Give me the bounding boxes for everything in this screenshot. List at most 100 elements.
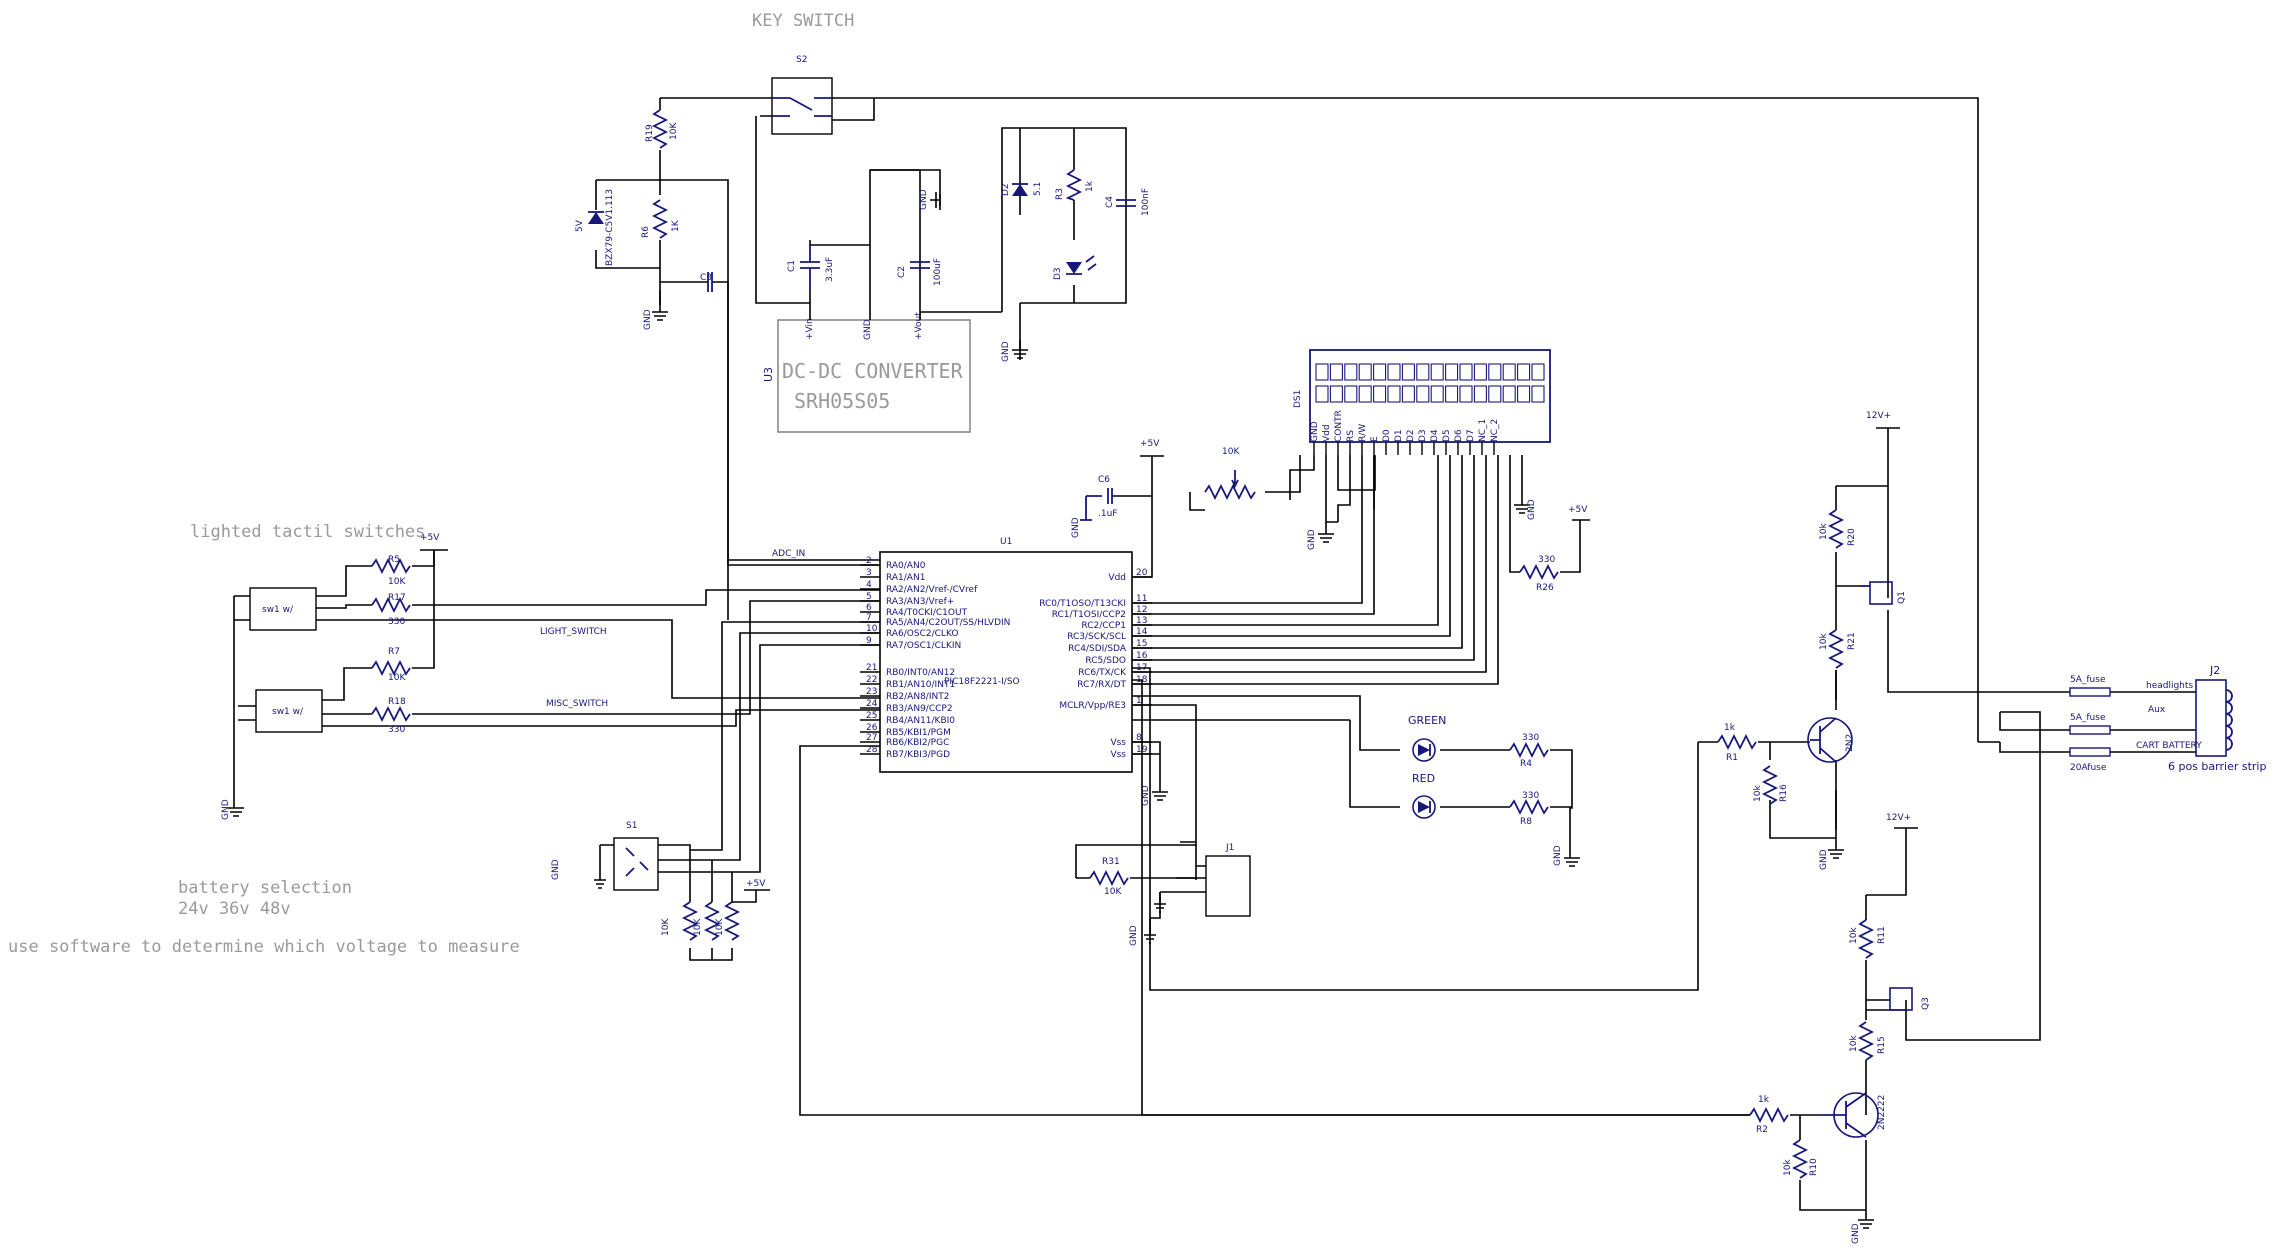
r20-label: R20 <box>1847 528 1857 546</box>
mcu-right-pin-label: Vss <box>1110 738 1126 748</box>
gnd-label-7: GND <box>1527 499 1537 520</box>
mcu-left-pin-label: RA7/OSC1/CLKIN <box>886 641 961 651</box>
lcd-pin-label: NC_1 <box>1478 419 1488 442</box>
s1-label: S1 <box>626 821 637 831</box>
j2-value: 6 pos barrier strip <box>2168 760 2266 773</box>
resistor-r7: R7 10K <box>371 647 411 683</box>
c3-label: C3 <box>700 273 712 283</box>
mcu-left-pin-num: 9 <box>866 636 872 646</box>
gnd-label-8: GND <box>221 799 231 820</box>
q3-wires <box>1865 711 2041 1115</box>
r2-label: R2 <box>1756 1125 1768 1135</box>
r26-value: 330 <box>1538 555 1555 565</box>
q2-wires <box>1698 670 1837 850</box>
pullup-value-2: 10K <box>693 918 703 936</box>
vplus-label-1: +5V <box>1140 439 1160 449</box>
misc-switch-net: MISC_SWITCH <box>546 699 608 709</box>
r11-value: 10k <box>1849 927 1859 944</box>
vin-wire <box>755 115 811 320</box>
fuse-3-label: 20Afuse <box>2070 763 2107 773</box>
red-led-wire <box>1349 720 1572 808</box>
lcd-cell <box>1459 363 1473 381</box>
q1-label: Q1 <box>1897 591 1907 604</box>
adc-wire <box>727 560 880 566</box>
switch-2-label: sw1 w/ <box>272 707 304 717</box>
mcu-right-pins: 20Vdd11RC0/T1OSO/T13CKI12RC1/T1OSI/CCP21… <box>1039 568 1152 760</box>
gnd-q4: GND <box>1851 1219 1874 1244</box>
lcd-cell <box>1430 385 1444 403</box>
mcu-left-pin-label: RA4/T0CKI/C1OUT <box>886 608 968 618</box>
j1-label: J1 <box>1225 843 1234 853</box>
lcd-cell <box>1416 385 1430 403</box>
r8-label: R8 <box>1520 817 1532 827</box>
capacitor-c2: C2 100uF <box>897 258 943 286</box>
j1-gnd-wire <box>1144 892 1161 944</box>
s2-label: S2 <box>796 55 807 65</box>
resistor-r31: R31 10K <box>1089 857 1129 897</box>
key-switch-note: KEY SWITCH <box>752 11 854 31</box>
lcd-cell <box>1531 363 1545 381</box>
vplus-label-2: +5V <box>1568 505 1588 515</box>
red-led-label: RED <box>1412 772 1435 785</box>
r1-value: 1k <box>1724 723 1736 733</box>
c4-value: 100nF <box>1141 188 1151 216</box>
mcu-right-pin-label: MCLR/Vpp/RE3 <box>1059 701 1126 711</box>
mcu-right-pin-num: 11 <box>1136 594 1147 604</box>
mcu-left-pin-num: 25 <box>866 711 877 721</box>
lcd-pin-label: D5 <box>1442 429 1452 442</box>
lcd-pin-label: E <box>1370 436 1380 442</box>
zener-part-label: BZX79-C5V1.113 <box>605 189 615 266</box>
converter-pin-vin: +Vin <box>805 318 815 340</box>
gnd-label-6: GND <box>1307 529 1317 550</box>
resistor-r3: R3 1k <box>1055 169 1095 201</box>
mcu-left-pin-num: 5 <box>866 592 872 602</box>
light-switch-net: LIGHT_SWITCH <box>540 627 607 637</box>
r19-value: 10K <box>669 122 679 140</box>
v12-label-1: 12V+ <box>1866 411 1891 421</box>
gnd-symbol-zener: GND <box>643 290 668 330</box>
mclr-wire <box>1132 704 1197 880</box>
r18-value: 330 <box>388 725 405 735</box>
q4-drive-wire <box>799 745 1750 1116</box>
lcd-pin-label: CONTR <box>1334 410 1344 442</box>
led-green: GREEN <box>1408 714 1446 762</box>
mcu-left-pin-num: 3 <box>866 568 872 578</box>
c6-label: C6 <box>1098 475 1110 485</box>
lcd-pin-label: D7 <box>1466 429 1476 442</box>
c4-label: C4 <box>1105 196 1115 208</box>
lcd-cell <box>1315 363 1329 381</box>
lighted-switches-note: lighted tactil switches <box>190 522 425 542</box>
lcd-pin-label: D2 <box>1406 429 1416 442</box>
r19-label: R19 <box>645 124 655 142</box>
mcu-left-pin-label: RB2/AN8/INT2 <box>886 692 949 702</box>
lcd-cell <box>1473 363 1487 381</box>
vplus-label-3: +5V <box>420 533 440 543</box>
mcu-left-pin-num: 26 <box>866 723 878 733</box>
potentiometer: 10K <box>1189 447 1301 511</box>
dc-dc-converter: DC-DC CONVERTER SRH05S05 U3 +Vin GND +Vo… <box>762 312 971 433</box>
gnd-label-3: GND <box>1001 341 1011 362</box>
lcd-cell <box>1416 363 1430 381</box>
r16-value: 10k <box>1753 785 1763 802</box>
led-red: RED <box>1412 772 1436 819</box>
r7-label: R7 <box>388 647 400 657</box>
gnd-lcd-right: GND <box>1514 455 1537 520</box>
lcd-pin-label: D4 <box>1430 429 1440 442</box>
mcu-right-pin-label: RC3/SCK/SCL <box>1067 632 1126 642</box>
mcu-left-pin-label: RB0/INT0/AN12 <box>886 668 955 678</box>
switch-gnd-wire <box>228 595 256 817</box>
gnd-label-13: GND <box>1851 1223 1861 1244</box>
gnd-label-1: GND <box>643 309 653 330</box>
c2-wire <box>870 169 1002 320</box>
r7-value: 10K <box>388 673 406 683</box>
vplus-mcu: +5V <box>1116 439 1164 578</box>
gnd-leds: GND <box>1553 845 1580 867</box>
light-switch-wire <box>316 619 880 699</box>
mcu-right-pin-label: Vdd <box>1108 573 1126 583</box>
headlights-label: headlights <box>2146 681 2193 691</box>
lcd-cell <box>1329 385 1343 403</box>
switch-1-label: sw1 w/ <box>262 605 294 615</box>
zener-d2: D2 5.1 <box>1001 182 1043 196</box>
